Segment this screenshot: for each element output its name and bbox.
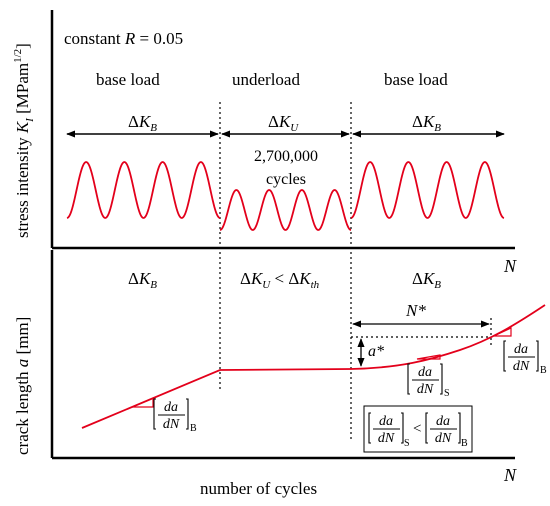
condition-label: constant R = 0.05 [64,29,183,48]
dk-b-bottom-2: ΔKB [412,269,441,291]
n-star-label: N* [405,301,426,320]
rate-label-base-2: da dN B [503,340,547,376]
rate-triangle-base-2 [493,327,512,337]
svg-text:dN: dN [435,431,452,446]
svg-text:dN: dN [378,431,395,446]
rate-triangle-steady [416,354,441,360]
svg-text:da: da [418,365,432,380]
crack-growth-curve [81,304,546,429]
top-x-axis-symbol: N [503,256,517,276]
svg-text:dN: dN [417,382,434,397]
phase-label-base-1: base load [96,70,160,89]
dk-u-top: ΔKU [268,112,299,134]
svg-text:S: S [404,438,410,449]
signal-base-load-1 [66,161,221,219]
svg-text:S: S [444,388,450,399]
svg-text:B: B [540,365,547,376]
rate-label-base-1: da dN B [153,398,197,434]
underload-cycles-count: 2,700,000 [254,148,318,165]
dk-b-top-2: ΔKB [412,112,441,134]
rate-comparison-box: da dN S < da dN B [363,405,473,453]
dk-b-bottom-1: ΔKB [128,269,157,291]
a-star-label: a* [368,343,384,360]
svg-text:da: da [436,414,450,429]
bottom-y-axis-label: crack length a [mm] [13,317,32,455]
svg-text:da: da [514,342,528,357]
svg-text:da: da [164,400,178,415]
rate-triangle-base-1 [131,397,154,408]
bottom-x-axis-label: number of cycles [200,479,317,498]
svg-text:B: B [190,423,197,434]
axes [50,10,515,460]
phase-boundaries [219,102,492,440]
phase-label-base-2: base load [384,70,448,89]
rate-label-steady: da dN S [407,363,450,399]
top-y-axis-label: stress intensity KI [MPam1/2] [12,43,36,238]
signal-underload [219,189,352,231]
svg-text:dN: dN [513,359,530,374]
svg-text:<: < [413,421,421,437]
dk-u-lt-dk-th: ΔKU < ΔKth [240,269,320,291]
phase-label-underload: underload [232,70,300,89]
bottom-x-axis-symbol: N [503,465,517,485]
underload-cycles-word: cycles [266,171,306,188]
svg-text:da: da [379,414,393,429]
signal-base-load-2 [350,161,505,219]
dk-b-top-1: ΔKB [128,112,157,134]
svg-text:dN: dN [163,417,180,432]
svg-text:B: B [461,438,468,449]
